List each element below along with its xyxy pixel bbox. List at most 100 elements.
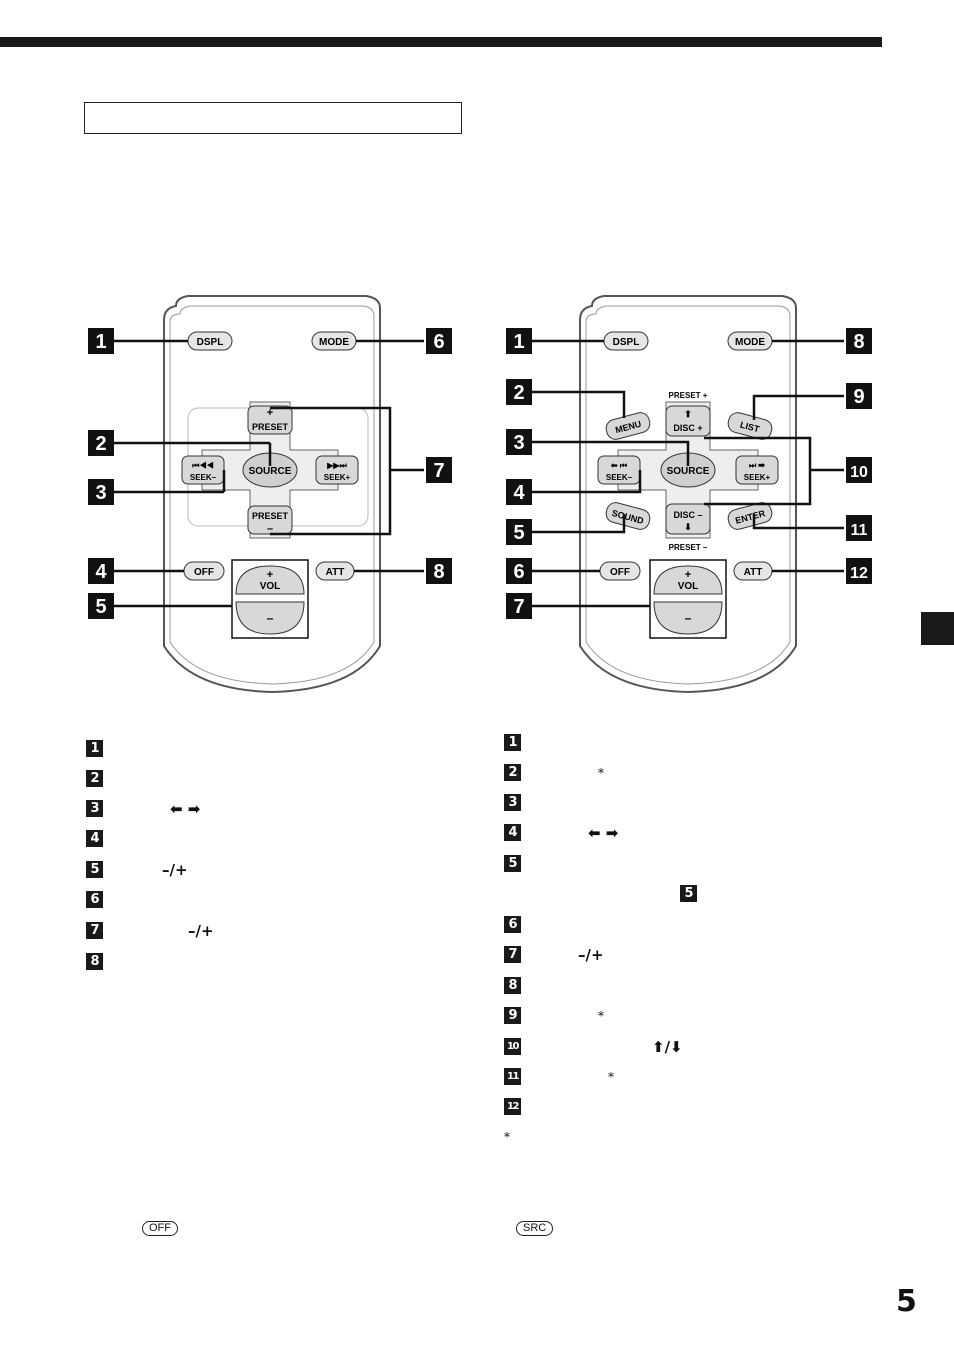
arrow-left-right-icon: ⬅ ➡	[170, 800, 201, 818]
list-number-badge: 12	[504, 1098, 521, 1115]
seek-minus-label: SEEK–	[190, 473, 217, 482]
callout-12-badge	[846, 558, 872, 584]
seek-plus-label: SEEK+	[744, 473, 771, 482]
minus-plus-glyph: –/+	[188, 922, 214, 940]
svg-text:4: 4	[95, 561, 107, 583]
section-title-box	[84, 102, 462, 134]
svg-text:–: –	[267, 523, 273, 535]
callout-9-badge	[846, 383, 872, 409]
svg-text:1: 1	[513, 331, 524, 353]
list-number-badge: 6	[504, 916, 521, 933]
list-number-badge: 11	[504, 1068, 521, 1085]
svg-text:+: +	[685, 569, 691, 581]
mode-button-label: MODE	[735, 337, 765, 348]
vol-label: VOL	[260, 581, 281, 592]
list-number-badge: 5	[86, 861, 103, 878]
callout-4-badge	[88, 558, 114, 584]
svg-text:2: 2	[95, 433, 106, 455]
svg-text:10: 10	[850, 464, 868, 481]
disc-minus-label: DISC –	[673, 510, 702, 520]
callout-1-badge	[506, 328, 532, 354]
svg-text:5: 5	[513, 522, 524, 544]
list-number-badge: 5	[504, 855, 521, 872]
callout-5-badge	[88, 593, 114, 619]
callout-5-badge	[506, 519, 532, 545]
asterisk-marker: *	[598, 766, 604, 780]
svg-text:2: 2	[513, 382, 524, 404]
svg-text:8: 8	[853, 331, 864, 353]
att-button-label: ATT	[744, 567, 763, 578]
list-number-badge: 2	[504, 764, 521, 781]
svg-text:⬅ ⏮: ⬅ ⏮	[610, 461, 627, 470]
asterisk-marker: *	[598, 1009, 604, 1023]
svg-text:⏮◀◀: ⏮◀◀	[192, 461, 213, 470]
callout-3-badge	[506, 429, 532, 455]
callout-4-badge	[506, 479, 532, 505]
svg-text:6: 6	[433, 331, 444, 353]
arrow-up-down-icon: ⬆/⬇	[652, 1038, 683, 1056]
svg-text:7: 7	[433, 460, 444, 482]
list-number-badge: 7	[504, 946, 521, 963]
dspl-button-label: DSPL	[197, 337, 224, 348]
svg-text:3: 3	[513, 432, 524, 454]
mode-button-label: MODE	[319, 337, 349, 348]
list-number-badge: 1	[504, 734, 521, 751]
svg-text:⬇: ⬇	[684, 522, 692, 532]
preset-down-label: PRESET	[252, 511, 289, 521]
svg-text:1: 1	[95, 331, 106, 353]
svg-text:▶▶⏭: ▶▶⏭	[326, 461, 347, 470]
src-key-pill: SRC	[516, 1221, 554, 1236]
vol-label: VOL	[678, 581, 699, 592]
svg-text:⬆: ⬆	[684, 409, 692, 419]
list-number-badge: 10	[504, 1038, 521, 1055]
off-key-pill: OFF	[142, 1221, 178, 1236]
callout-11-badge	[846, 515, 872, 541]
svg-text:–: –	[685, 611, 692, 625]
list-number-badge: 6	[86, 891, 103, 908]
svg-text:4: 4	[513, 482, 525, 504]
source-button-label: SOURCE	[667, 466, 710, 477]
svg-text:5: 5	[95, 596, 106, 618]
list-number-badge: 3	[504, 794, 521, 811]
seek-minus-label: SEEK–	[606, 473, 633, 482]
svg-text:12: 12	[850, 565, 868, 582]
minus-plus-glyph: –/+	[578, 946, 604, 964]
source-button-label: SOURCE	[249, 466, 292, 477]
page-number: 5	[896, 1284, 917, 1319]
svg-text:8: 8	[433, 561, 444, 583]
svg-text:9: 9	[853, 386, 864, 408]
svg-text:3: 3	[95, 482, 106, 504]
svg-text:11: 11	[851, 522, 868, 539]
att-button-label: ATT	[326, 567, 345, 578]
callout-8-badge	[426, 558, 452, 584]
list-number-badge: 8	[504, 977, 521, 994]
right-remote-diagram: DSPL MODE PRESET + PRESET – MENU LIST SO…	[506, 295, 872, 694]
callout-7-badge	[506, 593, 532, 619]
svg-text:6: 6	[513, 561, 524, 583]
dspl-button-label: DSPL	[613, 337, 640, 348]
callout-2-badge	[506, 379, 532, 405]
svg-text:⏭ ➡: ⏭ ➡	[749, 461, 765, 470]
preset-plus-label: PRESET +	[669, 391, 708, 400]
callout-3-badge	[88, 479, 114, 505]
svg-text:–: –	[267, 611, 274, 625]
list-number-badge: 1	[86, 740, 103, 757]
callout-7-badge	[426, 457, 452, 483]
top-rule	[0, 37, 882, 47]
disc-plus-label: DISC +	[673, 423, 702, 433]
list-number-badge: 3	[86, 800, 103, 817]
callout-2-badge	[88, 430, 114, 456]
list-number-badge: 7	[86, 922, 103, 939]
chapter-tab-marker	[921, 612, 954, 645]
callout-8-badge	[846, 328, 872, 354]
list-number-badge: 8	[86, 953, 103, 970]
callout-6-badge	[426, 328, 452, 354]
callout-1-badge	[88, 328, 114, 354]
arrow-left-right-icon: ⬅ ➡	[588, 824, 619, 842]
inline-reference-badge: 5	[680, 885, 697, 902]
list-number-badge: 9	[504, 1007, 521, 1024]
svg-text:+: +	[267, 569, 273, 581]
left-remote-diagram: DSPL MODE + PRESET PRESET – ⏮◀◀ SEEK– ▶▶…	[88, 295, 452, 694]
svg-text:+: +	[267, 407, 273, 419]
callout-10-badge	[846, 457, 872, 483]
